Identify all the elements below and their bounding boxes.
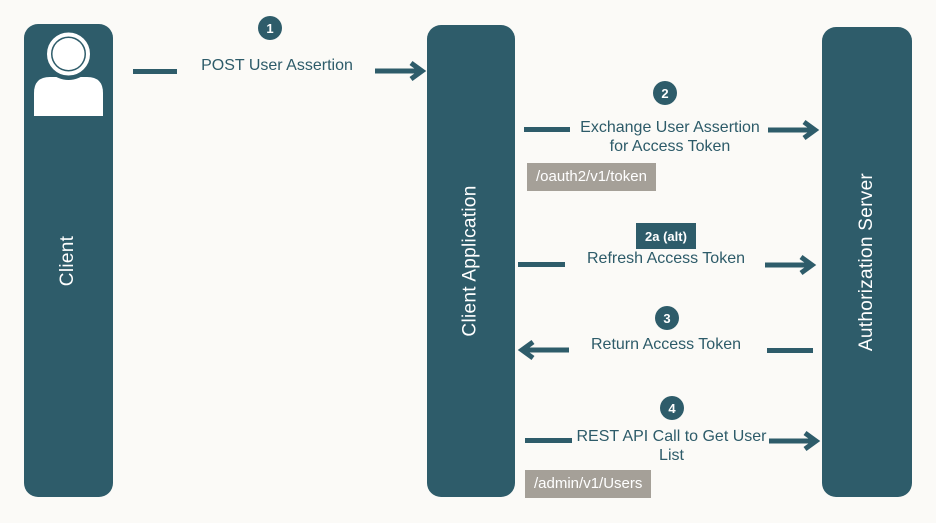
arrow-left-icon-3 — [517, 339, 569, 361]
dash-line-2 — [524, 127, 570, 132]
message-label-2a: Refresh Access Token — [586, 250, 745, 267]
endpoint-badge-admin-users: /admin/v1/Users — [525, 470, 652, 498]
lane-client-application-label: Client Application — [460, 185, 481, 337]
message-label-4: REST API Call to Get User List — [576, 428, 767, 464]
arrow-right-icon-1 — [375, 60, 427, 82]
step-badge-4: 4 — [660, 396, 684, 420]
endpoint-badge-oauth-token: /oauth2/v1/token — [527, 163, 656, 191]
dash-line-1 — [133, 69, 177, 74]
dash-line-3 — [767, 348, 813, 353]
lane-authorization-server: Authorization Server — [822, 27, 912, 497]
lane-authorization-server-label: Authorization Server — [856, 172, 877, 352]
step-badge-3: 3 — [655, 306, 679, 330]
step-badge-2: 2 — [653, 81, 677, 105]
arrow-right-icon-2a — [765, 254, 817, 276]
person-icon — [34, 28, 103, 116]
message-label-2: Exchange User Assertion for Access Token — [580, 119, 760, 155]
dash-line-4 — [525, 438, 572, 443]
lane-client-application: Client Application — [427, 25, 515, 497]
message-label-3: Return Access Token — [590, 336, 741, 353]
step-badge-1: 1 — [258, 16, 282, 40]
arrow-right-icon-2 — [768, 119, 820, 141]
lane-client-label: Client — [57, 235, 79, 286]
dash-line-2a — [518, 262, 565, 267]
step-badge-2a: 2a (alt) — [636, 223, 696, 249]
message-label-1: POST User Assertion — [201, 57, 353, 74]
arrow-right-icon-4 — [769, 430, 821, 452]
